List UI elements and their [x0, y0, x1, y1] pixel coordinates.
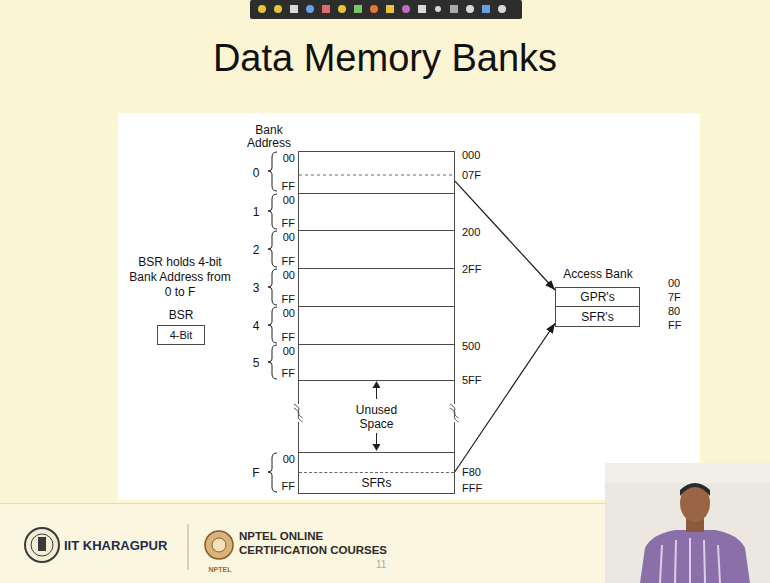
- offset-label: FF: [279, 255, 295, 267]
- institute-name: IIT KHARAGPUR: [64, 538, 184, 553]
- memory-bank: 2: [298, 230, 455, 269]
- sfr-region: SFRs: [299, 472, 454, 492]
- address-label: 000: [462, 149, 492, 161]
- offset-label: 00: [279, 152, 295, 164]
- toolbar-icons: [258, 5, 506, 13]
- access-bank-cell: SFR's: [555, 306, 640, 327]
- offset-label: FF: [279, 180, 295, 192]
- memory-bank: 0: [298, 151, 455, 194]
- nptel-logo: [205, 531, 233, 559]
- break-lines: [294, 380, 459, 452]
- bank-number: 0: [249, 166, 263, 180]
- bank-number: 2: [249, 243, 263, 257]
- memory-bank: 4: [298, 306, 455, 345]
- footer-separator: [188, 524, 189, 570]
- box-text: Unused Space: [347, 403, 407, 431]
- offset-label: FF: [279, 367, 295, 379]
- offset-label: 00: [279, 307, 295, 319]
- offset-label: FF: [668, 319, 692, 331]
- offset-label: FF: [279, 217, 295, 229]
- memory-bank: 5: [298, 344, 455, 381]
- offset-label: 00: [279, 453, 295, 465]
- offset-label: 7F: [668, 291, 692, 303]
- box-text: SFRs: [362, 476, 392, 490]
- iit-logo: [25, 528, 59, 562]
- box-text: GPR's: [580, 290, 614, 304]
- bank-number: 5: [249, 356, 263, 370]
- bank-number: 3: [249, 281, 263, 295]
- offset-label: FF: [279, 293, 295, 305]
- offset-label: FF: [279, 331, 295, 343]
- register-name: BSR: [156, 309, 206, 322]
- offset-label: 00: [279, 231, 295, 243]
- bank-number: 1: [249, 205, 263, 219]
- gpr-boundary: [299, 175, 454, 176]
- offset-label: FF: [279, 480, 295, 492]
- address-label: 200: [462, 226, 492, 238]
- address-label: FFF: [462, 482, 492, 494]
- mapping-arrow: [454, 323, 555, 473]
- memory-bank: FSFRs: [298, 452, 455, 494]
- offset-label: 00: [668, 277, 692, 289]
- access-bank-cell: GPR's: [555, 287, 640, 307]
- logo-text: NPTEL: [204, 566, 236, 574]
- address-label: 2FF: [462, 263, 492, 275]
- address-label: 500: [462, 340, 492, 352]
- box-text: SFR's: [581, 310, 613, 324]
- axis-heading: Bank Address: [236, 124, 302, 150]
- unused-region: Unused Space: [298, 380, 455, 453]
- address-label: F80: [462, 466, 492, 478]
- address-label: 07F: [462, 169, 492, 181]
- register-box: 4-Bit: [157, 325, 205, 345]
- region-heading: Access Bank: [548, 268, 648, 281]
- note-text: BSR holds 4-bit Bank Address from 0 to F: [128, 255, 232, 300]
- annotation-toolbar: [250, 0, 522, 19]
- offset-label: 80: [668, 305, 692, 317]
- slide-title: Data Memory Banks: [0, 36, 770, 80]
- bank-number: F: [249, 466, 263, 480]
- box-text: 4-Bit: [170, 328, 193, 342]
- offset-label: 00: [279, 194, 295, 206]
- diagram-panel: [118, 113, 700, 500]
- slide-number: 11: [376, 559, 396, 571]
- bank-number: 4: [249, 319, 263, 333]
- memory-bank: 3: [298, 268, 455, 307]
- address-label: 5FF: [462, 374, 492, 386]
- course-name: NPTEL ONLINE CERTIFICATION COURSES: [239, 529, 404, 557]
- presenter-video: [605, 463, 770, 583]
- bank-braces: [268, 152, 277, 492]
- memory-bank: 1: [298, 193, 455, 231]
- offset-label: 00: [279, 345, 295, 357]
- offset-label: 00: [279, 269, 295, 281]
- mapping-arrow: [455, 181, 555, 290]
